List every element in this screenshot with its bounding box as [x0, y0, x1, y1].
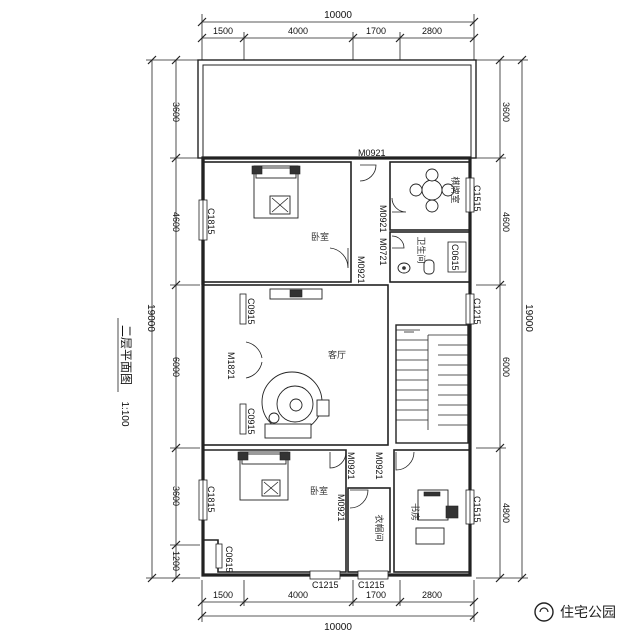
window-c1815-upper: C1815: [206, 208, 216, 235]
door-m0921-lower-left: M0921: [346, 452, 356, 480]
watermark: 住宅公园: [534, 602, 616, 622]
living-label: 客厅: [328, 349, 346, 361]
window-c1215-bottom-right: C1215: [358, 580, 385, 590]
study: 书房: [393, 449, 471, 573]
doors: M0921 M0921 M0921 M0721 M1821 M0921 M092…: [226, 148, 415, 522]
window-c1215-bottom-left: C1215: [312, 580, 339, 590]
window-c1215-stair: C1215: [472, 298, 482, 325]
staircase: [395, 324, 469, 444]
left-dim-1: 3600: [171, 102, 181, 122]
bathroom: 卫生间: [389, 231, 471, 283]
top-dim-3: 1700: [366, 26, 386, 36]
door-m0921-top: M0921: [358, 148, 386, 158]
upper-bedroom-label: 卧室: [311, 231, 329, 243]
right-dimension-chain: 3600 4600 6000 4800 19000: [476, 55, 534, 583]
left-dimension-chain: 3600 4600 6000 3600 1200 19000: [145, 55, 200, 583]
window-c0615-bath: C0615: [450, 244, 460, 271]
door-m1821-living: M1821: [226, 352, 236, 380]
left-dim-3: 6000: [171, 357, 181, 377]
top-dim-4: 2800: [422, 26, 442, 36]
right-dim-1: 3600: [501, 102, 511, 122]
closet-label: 衣帽间: [373, 514, 385, 541]
window-c1515-study: C1515: [472, 496, 482, 523]
bottom-dim-4: 2800: [422, 590, 442, 600]
top-dimension-chain: 10000 1500 4000 1700 2800: [197, 10, 479, 62]
door-m0721-bath: M0721: [378, 238, 388, 266]
window-c0915-lower-living: C0915: [246, 408, 256, 435]
door-m0921-closet: M0921: [336, 494, 346, 522]
window-c1515-mahjong: C1515: [472, 185, 482, 212]
bottom-dimension-chain: 1500 4000 1700 2800 10000: [197, 580, 479, 633]
door-m0921-mahjong: M0921: [378, 205, 388, 233]
mahjong-room: 棋牌室: [389, 161, 471, 231]
right-dim-3: 6000: [501, 357, 511, 377]
drawing-title-text: 二层平面图: [119, 325, 133, 385]
drawing-title: 二层平面图 1:100: [117, 318, 133, 427]
living-room: 客厅: [202, 284, 389, 446]
wechat-logo-icon: [534, 602, 554, 622]
bathroom-label: 卫生间: [415, 236, 427, 263]
top-dim-1: 1500: [213, 26, 233, 36]
bottom-total-dim: 10000: [324, 622, 352, 633]
left-total-dim: 19000: [145, 304, 156, 332]
closet: 衣帽间: [347, 487, 391, 573]
lower-bedroom: 卧室: [202, 449, 347, 573]
top-dim-2: 4000: [288, 26, 308, 36]
watermark-text: 住宅公园: [560, 605, 616, 621]
windows: C1815 C1515 C0615 C0915 C1215 C0915 C181…: [198, 177, 482, 590]
study-label: 书房: [409, 503, 421, 521]
door-m0921-upper-bed: M0921: [356, 256, 366, 284]
right-dim-2: 4600: [501, 212, 511, 232]
left-dim-5: 1200: [171, 551, 181, 571]
lower-bedroom-label: 卧室: [310, 485, 328, 497]
right-total-dim: 19000: [523, 304, 534, 332]
window-c0915-upper-living: C0915: [246, 298, 256, 325]
mahjong-label: 棋牌室: [449, 176, 461, 203]
terrace: [197, 59, 477, 159]
window-c0615-lower: C0615: [224, 546, 234, 573]
right-dim-4: 4800: [501, 503, 511, 523]
bottom-dim-1: 1500: [213, 590, 233, 600]
door-m0921-lower-right: M0921: [374, 452, 384, 480]
upper-bedroom: 卧室: [202, 161, 352, 283]
bottom-dim-3: 1700: [366, 590, 386, 600]
left-dim-4: 3600: [171, 486, 181, 506]
top-total-dim: 10000: [324, 10, 352, 21]
scale-label: 1:100: [119, 401, 130, 426]
left-dim-2: 4600: [171, 212, 181, 232]
window-c1815-lower: C1815: [206, 486, 216, 513]
bottom-dim-2: 4000: [288, 590, 308, 600]
